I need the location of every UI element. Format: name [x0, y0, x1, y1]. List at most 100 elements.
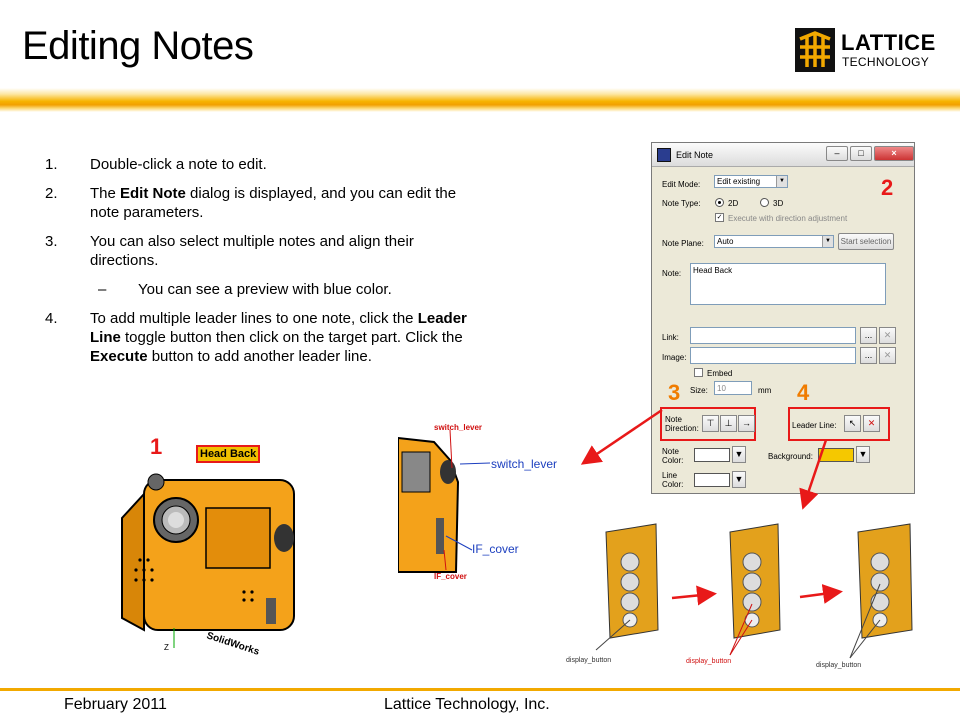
step-item: 3. You can also select multiple notes and… — [40, 232, 470, 270]
maximize-button[interactable]: □ — [850, 146, 872, 161]
dialog-titlebar: Edit Note – □ × — [652, 143, 914, 167]
link-label: Link: — [662, 333, 679, 342]
chevron-down-icon: ▼ — [776, 176, 787, 187]
chevron-down-icon: ▼ — [822, 236, 833, 247]
image-label: Image: — [662, 353, 687, 362]
callout-number-2: 2 — [881, 175, 894, 200]
radio-3d[interactable] — [760, 198, 769, 207]
radio-2d[interactable] — [715, 198, 724, 207]
switch-lever-small-label: switch_lever — [434, 423, 483, 432]
step-number: – — [98, 281, 107, 298]
line-color-swatch[interactable] — [694, 473, 730, 487]
size-input[interactable]: 10 — [714, 381, 752, 395]
company-logo: LATTICE TECHNOLOGY — [795, 28, 935, 72]
callout-number-1: 1 — [150, 434, 163, 459]
note-plane-value: Auto — [717, 237, 734, 246]
chevron-down-icon[interactable]: ▼ — [732, 446, 746, 463]
footer-rule — [0, 688, 960, 691]
note-textarea[interactable]: Head Back — [690, 263, 886, 305]
leader-line-toggle-icon[interactable]: ↖ — [844, 415, 861, 432]
radio-3d-label: 3D — [773, 199, 784, 208]
edit-mode-label: Edit Mode: — [662, 180, 701, 189]
start-selection-button[interactable]: Start selection — [838, 233, 894, 250]
arrow-to-boards — [799, 439, 828, 510]
image-input[interactable] — [690, 347, 856, 364]
execute-adjust-label: Execute with direction adjustment — [728, 214, 848, 223]
chevron-down-icon[interactable]: ▼ — [732, 471, 746, 488]
step-emphasis: Edit Note — [120, 185, 186, 202]
background-color-swatch[interactable] — [818, 448, 854, 462]
step-number: 2. — [45, 185, 58, 202]
step-item: 4.To add multiple leader lines to one no… — [40, 309, 470, 366]
arrow-step-1 — [671, 585, 717, 606]
display-button-label-3: display_button — [816, 662, 862, 669]
close-button[interactable]: × — [874, 146, 914, 161]
step-text: Double-click a note to edit. — [90, 156, 267, 173]
link-input[interactable] — [690, 327, 856, 344]
leader-line-remove-icon[interactable]: ✕ — [863, 415, 880, 432]
footer-date: February 2011 — [64, 696, 167, 713]
board-1 — [595, 523, 659, 651]
display-button-label-1: display_button — [566, 657, 612, 664]
slide-title: Editing Notes — [22, 24, 254, 68]
direction-down-icon[interactable]: ⊤ — [702, 415, 719, 432]
minimize-button[interactable]: – — [826, 146, 848, 161]
step-number: 4. — [45, 310, 58, 327]
callout-number-3: 3 — [668, 380, 681, 405]
step-text: dialog is displayed, and you can edit th… — [90, 185, 457, 221]
link-clear-icon[interactable]: ✕ — [879, 327, 896, 344]
step-number: 3. — [45, 233, 58, 250]
chevron-down-icon[interactable]: ▼ — [856, 446, 870, 463]
note-color-swatch[interactable] — [694, 448, 730, 462]
leader-line-label: Leader Line: — [792, 421, 837, 430]
note-color-label: Note Color: — [662, 447, 684, 465]
execute-adjust-checkbox[interactable]: ✓ — [715, 213, 724, 222]
image-clear-icon[interactable]: ✕ — [879, 347, 896, 364]
background-label: Background: — [768, 452, 813, 461]
display-button-boards[interactable] — [580, 520, 920, 670]
size-label: Size: — [690, 386, 708, 395]
edit-mode-select[interactable]: Edit existing ▼ — [714, 175, 788, 188]
direction-up-icon[interactable]: ⊥ — [720, 415, 737, 432]
note-plane-select[interactable]: Auto ▼ — [714, 235, 834, 248]
arrow-step-2 — [799, 584, 843, 604]
note-label: Note: — [662, 269, 682, 278]
display-button-label-2: display_button — [686, 658, 732, 665]
camera-model-1[interactable]: SolidWorks Z — [114, 468, 314, 658]
note-text: Head Back — [693, 266, 733, 275]
camera-model-2[interactable] — [398, 422, 468, 582]
note-plane-label: Note Plane: — [662, 239, 704, 248]
step-number: 1. — [45, 156, 58, 173]
camera-brand-text: SolidWorks — [205, 630, 261, 658]
head-back-note[interactable]: Head Back — [196, 445, 261, 463]
size-value: 10 — [717, 384, 726, 393]
size-unit: mm — [758, 386, 772, 395]
if-cover-small-label: IF_cover — [434, 572, 467, 581]
lattice-logo-icon — [795, 28, 835, 72]
step-text: You can also select multiple notes and a… — [90, 233, 414, 269]
leader-line-group — [788, 407, 890, 441]
leader-lines-camera2 — [443, 430, 491, 571]
step-text: toggle button then click on the target p… — [120, 329, 463, 346]
dialog-title: Edit Note — [676, 150, 714, 160]
board-2 — [729, 523, 781, 656]
footer-company: Lattice Technology, Inc. — [384, 696, 550, 713]
board-3 — [849, 523, 913, 659]
embed-checkbox[interactable] — [694, 368, 703, 377]
logo-line2: TECHNOLOGY — [842, 55, 930, 69]
embed-label: Embed — [707, 369, 733, 378]
app-icon — [657, 148, 671, 162]
step-emphasis: Execute — [90, 348, 148, 365]
step-item: 1. Double-click a note to edit. — [40, 155, 470, 174]
note-type-label: Note Type: — [662, 199, 701, 208]
direction-right-icon[interactable]: → — [738, 415, 755, 432]
step-text: You can see a preview with blue color. — [138, 281, 392, 298]
header-band — [0, 88, 960, 112]
image-browse-button[interactable]: ... — [860, 347, 877, 364]
step-item: 2.The Edit Note dialog is displayed, and… — [40, 184, 470, 222]
link-browse-button[interactable]: ... — [860, 327, 877, 344]
axis-z-label: Z — [164, 643, 169, 652]
step-emphasis: Leader Line — [90, 310, 467, 346]
callout-number-4: 4 — [797, 380, 810, 405]
